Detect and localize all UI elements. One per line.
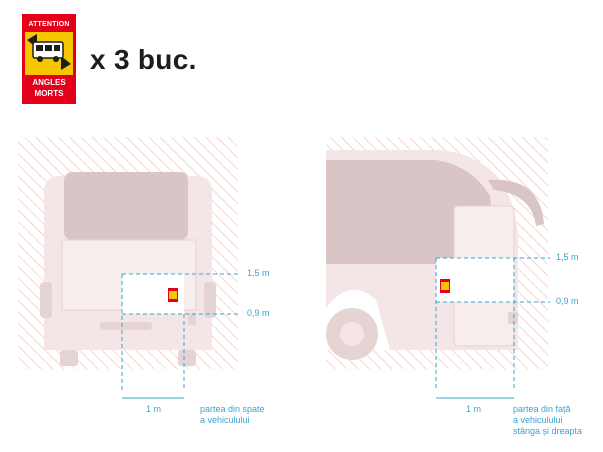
rear-width-label: 1 m: [146, 404, 162, 414]
rear-view-diagram: [18, 137, 240, 399]
front-caption-line3: stânga și dreapta: [513, 426, 583, 436]
front-light: [508, 312, 518, 324]
rear-plate: [100, 322, 152, 330]
sticker-bottom-text: ANGLES MORTS: [25, 75, 73, 101]
rear-reflector: [188, 313, 196, 325]
front-caption-line2: a vehiculului: [513, 415, 563, 425]
rear-window: [64, 172, 188, 240]
rear-light-left: [40, 282, 52, 318]
rear-height-top-label: 1,5 m: [247, 268, 270, 278]
rear-caption-line2: a vehiculului: [200, 415, 250, 425]
front-caption-line1: partea din față: [513, 404, 571, 414]
rear-wheel-right: [178, 350, 196, 366]
rear-caption-line1: partea din spate: [200, 404, 265, 414]
sticker-top-text: ATTENTION: [25, 17, 73, 32]
angles-morts-sticker: ATTENTION ANGLES MORTS: [22, 14, 76, 104]
rear-height-bottom-label: 0,9 m: [247, 308, 270, 318]
rear-wheel-left: [60, 350, 78, 366]
sticker-bottom-line1: ANGLES: [32, 78, 66, 87]
sticker-bottom-line2: MORTS: [34, 89, 64, 98]
front-view-diagram: [326, 137, 550, 399]
rear-light-right: [204, 282, 216, 318]
front-caption: partea din față a vehiculului stânga și …: [513, 404, 582, 437]
front-width-label: 1 m: [466, 404, 482, 414]
front-guides: [435, 257, 550, 390]
front-height-top-label: 1,5 m: [556, 252, 579, 262]
rear-caption: partea din spate a vehiculului: [200, 404, 265, 426]
quantity-label: x 3 buc.: [90, 44, 197, 75]
side-mirror: [488, 179, 544, 226]
sticker-inner: ATTENTION ANGLES MORTS: [25, 17, 73, 101]
bus-warning-icon: [27, 34, 71, 70]
rear-guides: [121, 273, 240, 390]
front-height-bottom-label: 0,9 m: [556, 296, 579, 306]
